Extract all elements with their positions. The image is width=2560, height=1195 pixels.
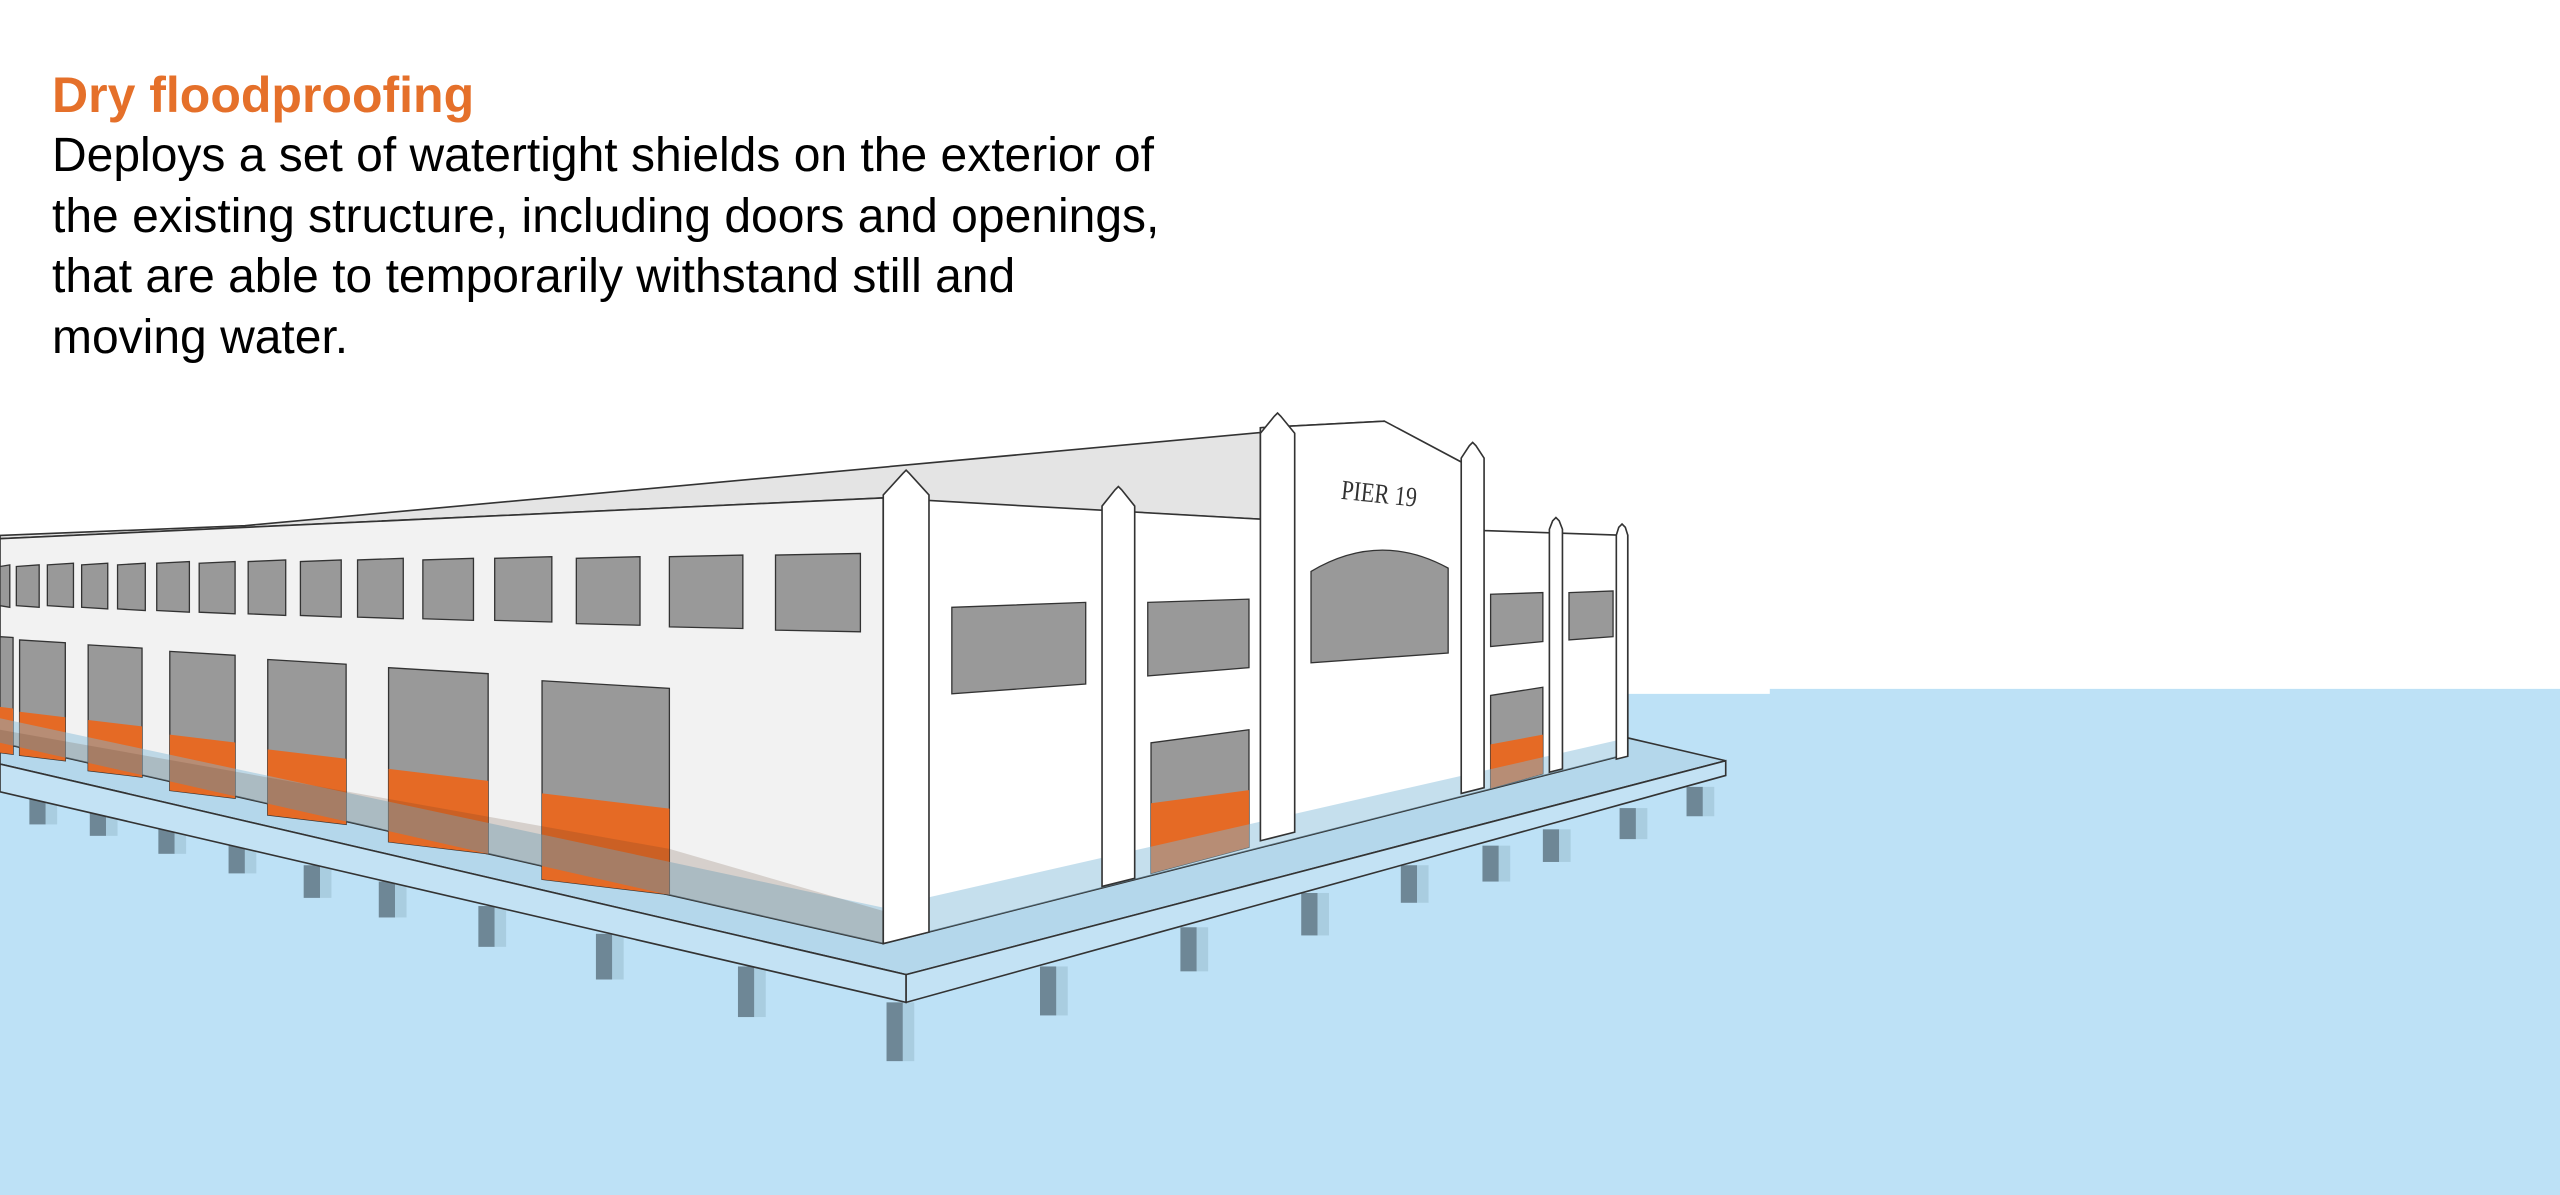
- pile: [886, 1002, 903, 1062]
- pile: [89, 811, 107, 836]
- pile-side: [494, 906, 507, 947]
- pile: [595, 933, 613, 980]
- pile-side: [1702, 786, 1715, 817]
- panel-title: Dry floodproofing: [52, 67, 475, 123]
- pile-side: [1559, 829, 1571, 862]
- pile: [737, 966, 755, 1018]
- pile-side: [106, 811, 118, 836]
- side-window: [247, 559, 287, 617]
- flood-shield: [0, 706, 14, 755]
- deck-front-right: [905, 759, 1727, 1004]
- side-window: [668, 554, 744, 630]
- flood-shield: [542, 793, 670, 895]
- pile: [1619, 808, 1636, 840]
- pile: [29, 796, 46, 825]
- side-window: [198, 560, 236, 615]
- pile: [158, 829, 175, 854]
- building-pilasters: [882, 411, 1629, 945]
- pile: [1040, 966, 1057, 1016]
- pilaster: [1615, 522, 1629, 761]
- flood-shield: [1151, 790, 1249, 874]
- flood-shield: [19, 711, 66, 761]
- side-window: [156, 560, 191, 613]
- side-window: [575, 556, 641, 626]
- pile-side: [1056, 966, 1068, 1016]
- description-line: that are able to temporarily withstand s…: [52, 250, 1016, 303]
- pile-side: [1417, 865, 1429, 903]
- water-line: [0, 718, 1628, 944]
- pile-side: [1498, 845, 1511, 882]
- pile: [228, 845, 245, 874]
- pile: [1686, 786, 1703, 817]
- pile-side: [754, 966, 766, 1018]
- pile: [478, 906, 495, 947]
- description-line: the existing structure, including doors …: [52, 189, 1160, 243]
- description-line: moving water.: [52, 310, 349, 364]
- front-window: [1489, 591, 1544, 648]
- pile-side: [1196, 927, 1209, 972]
- pile: [378, 881, 396, 918]
- pilaster: [1259, 411, 1296, 842]
- flood-shield: [267, 749, 347, 825]
- side-window: [494, 556, 553, 623]
- panel-description: Deploys a set of watertight shields on t…: [52, 126, 1312, 368]
- side-window: [15, 564, 40, 608]
- pile: [303, 865, 320, 898]
- front-window: [1147, 598, 1250, 677]
- pilaster: [1101, 485, 1136, 888]
- pile: [1482, 845, 1499, 882]
- pilaster: [1460, 441, 1485, 795]
- flood-shield: [1490, 734, 1543, 789]
- flood-shield: [88, 719, 143, 778]
- pilaster: [882, 469, 930, 945]
- pile: [1301, 892, 1318, 936]
- pile-side: [612, 933, 624, 980]
- front-window: [951, 601, 1087, 695]
- pilaster: [1548, 516, 1564, 774]
- submerged-shade: [0, 729, 884, 944]
- side-window: [0, 564, 11, 609]
- pile: [1542, 829, 1560, 862]
- side-window: [299, 559, 342, 618]
- side-window: [46, 562, 75, 608]
- arched-window: [1310, 549, 1449, 664]
- pile: [1180, 927, 1197, 972]
- flood-shield: [169, 734, 236, 799]
- pier-piles: [29, 786, 1715, 1062]
- description-line: Deploys a set of watertight shields on t…: [52, 129, 1154, 182]
- flood-shield: [388, 768, 489, 854]
- pile: [1400, 865, 1418, 903]
- side-window: [356, 557, 404, 620]
- pile-side: [320, 865, 332, 898]
- pile-side: [244, 845, 257, 874]
- side-window: [80, 562, 109, 610]
- front-window: [1568, 590, 1614, 641]
- side-window: [774, 552, 862, 633]
- pile-side: [1317, 892, 1329, 936]
- side-window: [422, 557, 475, 622]
- pile-side: [174, 829, 187, 854]
- pile-side: [45, 796, 58, 825]
- info-panel: Dry floodproofing Deploys a set of water…: [52, 64, 1312, 368]
- pile-side: [1635, 808, 1648, 840]
- pile-side: [395, 881, 407, 918]
- flood-water-overlay: [0, 718, 1628, 944]
- side-window: [116, 562, 146, 612]
- pile-side: [902, 1002, 915, 1062]
- building: [0, 420, 1629, 945]
